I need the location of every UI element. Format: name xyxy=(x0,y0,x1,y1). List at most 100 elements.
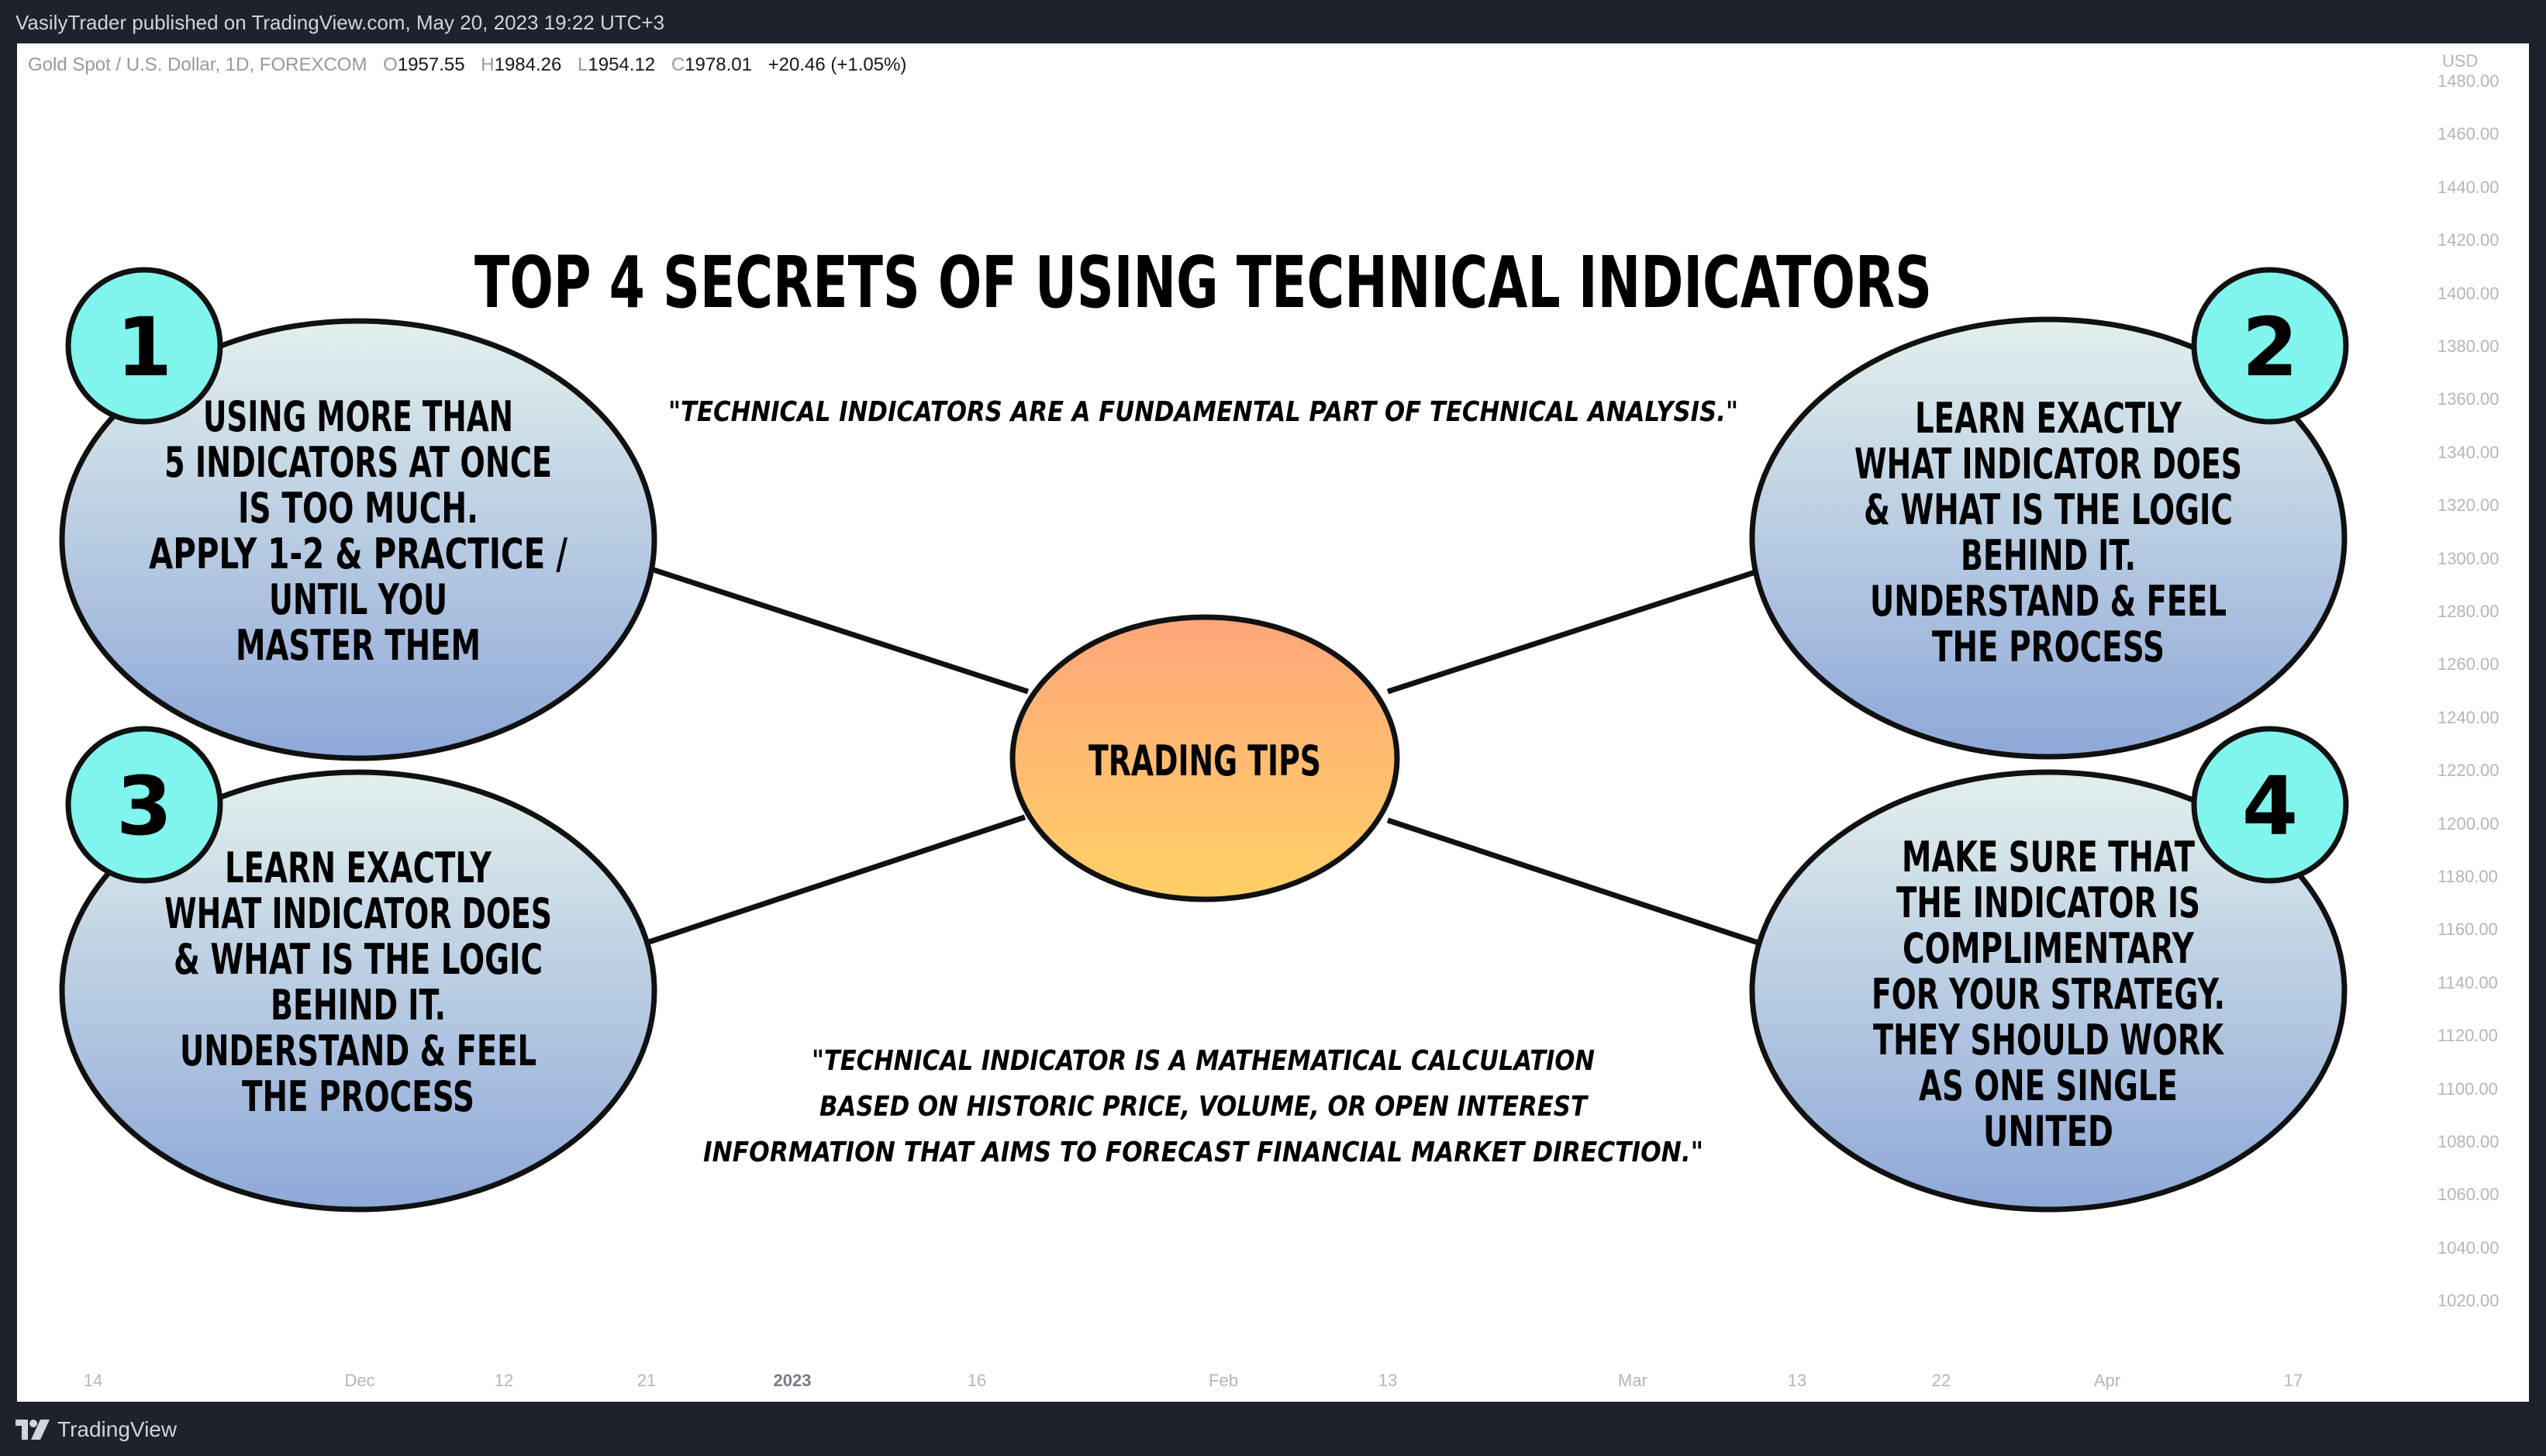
currency-label: USD xyxy=(2442,51,2479,71)
time-tick: Apr xyxy=(2093,1371,2121,1390)
tip-3-line: UNDERSTAND & FEEL xyxy=(180,1026,536,1075)
time-tick: 22 xyxy=(1931,1371,1951,1390)
tip-1-line: 5 INDICATORS AT ONCE xyxy=(164,438,552,487)
infographic-title: TOP 4 SECRETS OF USING TECHNICAL INDICAT… xyxy=(474,241,1932,324)
tip-4-line: UNITED xyxy=(1983,1107,2113,1156)
quote-bottom-line-3: INFORMATION THAT AIMS TO FORECAST FINANC… xyxy=(703,1137,1703,1168)
price-tick: 1380.00 xyxy=(2437,336,2499,356)
tip-4-line: THEY SHOULD WORK xyxy=(1873,1016,2225,1064)
price-tick: 1040.00 xyxy=(2437,1237,2499,1258)
tip-4-line: THE INDICATOR IS xyxy=(1896,878,2200,927)
center-node: TRADING TIPS xyxy=(1009,614,1400,902)
close-label: C xyxy=(671,54,685,75)
price-tick: 1060.00 xyxy=(2437,1185,2499,1205)
chart-area[interactable]: TOP 4 SECRETS OF USING TECHNICAL INDICAT… xyxy=(17,43,2529,1402)
time-tick: Mar xyxy=(1618,1371,1647,1390)
tip-4-line: COMPLIMENTARY xyxy=(1903,924,2195,973)
tip-2-line: UNDERSTAND & FEEL xyxy=(1870,577,2227,626)
tip-3-line: & WHAT IS THE LOGIC xyxy=(174,935,543,984)
high-label: H xyxy=(481,54,495,75)
close-value: 1978.01 xyxy=(685,54,752,75)
footer-bar: TradingView xyxy=(0,1402,2546,1456)
tip-1-line: APPLY 1-2 & PRACTICE / xyxy=(149,530,568,578)
brand-name: TradingView xyxy=(57,1417,178,1441)
tip-2-line: BEHIND IT. xyxy=(1961,531,2136,580)
low-label: L xyxy=(578,54,588,75)
tip-3-line: THE PROCESS xyxy=(242,1072,474,1121)
price-tick: 1360.00 xyxy=(2437,389,2499,409)
published-info: VasilyTrader published on TradingView.co… xyxy=(16,11,665,34)
price-tick: 1320.00 xyxy=(2437,495,2499,516)
price-tick: 1400.00 xyxy=(2437,283,2499,303)
price-tick: 1080.00 xyxy=(2437,1132,2499,1151)
price-tick: 1280.00 xyxy=(2437,602,2499,621)
price-tick: 1260.00 xyxy=(2437,654,2499,675)
open-value: 1957.55 xyxy=(397,54,465,75)
symbol-name: Gold Spot / U.S. Dollar, 1D, FOREXCOM xyxy=(28,54,367,75)
badge-4-number: 4 xyxy=(2242,759,2298,854)
time-tick: 13 xyxy=(1787,1371,1807,1390)
badge-4 xyxy=(2191,726,2349,884)
badge-1-number: 1 xyxy=(116,300,172,395)
price-tick: 1160.00 xyxy=(2437,919,2498,940)
price-tick: 1220.00 xyxy=(2437,761,2499,781)
tip-bubble-3: LEARN EXACTLY WHAT INDICATOR DOES & WHAT… xyxy=(59,726,657,1213)
symbol-legend[interactable]: Gold Spot / U.S. Dollar, 1D, FOREXCOM O1… xyxy=(28,54,906,76)
connector-line-2 xyxy=(1386,569,1757,695)
time-tick: 17 xyxy=(2283,1371,2303,1390)
price-tick: 1460.00 xyxy=(2437,124,2499,144)
connector-line-1 xyxy=(650,566,1030,695)
time-tick: 2023 xyxy=(773,1371,812,1390)
tip-2-line: LEARN EXACTLY xyxy=(1915,394,2182,443)
badge-3 xyxy=(65,726,223,884)
tradingview-logo-icon xyxy=(16,1420,50,1440)
tip-bubble-4: MAKE SURE THAT THE INDICATOR IS COMPLIME… xyxy=(1749,726,2349,1213)
open-label: O xyxy=(383,54,398,75)
center-label: TRADING TIPS xyxy=(1088,737,1321,785)
tip-1-line: IS TOO MUCH. xyxy=(238,484,478,533)
price-tick: 1300.00 xyxy=(2437,548,2499,568)
tip-3-line: LEARN EXACTLY xyxy=(225,844,492,892)
badge-2 xyxy=(2191,267,2349,425)
price-tick: 1340.00 xyxy=(2437,442,2499,462)
tip-4-line: AS ONE SINGLE xyxy=(1919,1061,2178,1110)
price-tick: 1440.00 xyxy=(2437,177,2499,197)
tip-2-line: WHAT INDICATOR DOES xyxy=(1854,440,2242,488)
tip-2-line: THE PROCESS xyxy=(1932,623,2165,671)
tip-3-line: BEHIND IT. xyxy=(271,981,446,1030)
price-tick: 1200.00 xyxy=(2437,813,2499,833)
time-tick: Dec xyxy=(344,1371,375,1390)
tip-2-line: & WHAT IS THE LOGIC xyxy=(1864,485,2233,534)
tip-4-line: MAKE SURE THAT xyxy=(1902,833,2195,882)
infographic: TOP 4 SECRETS OF USING TECHNICAL INDICAT… xyxy=(59,241,2349,1213)
price-tick: 1020.00 xyxy=(2437,1291,2499,1311)
time-tick: 14 xyxy=(83,1371,103,1390)
tip-bubble-2: LEARN EXACTLY WHAT INDICATOR DOES & WHAT… xyxy=(1749,267,2349,760)
tip-4-line: FOR YOUR STRATEGY. xyxy=(1872,970,2225,1019)
badge-1 xyxy=(65,267,223,425)
connector-line-4 xyxy=(1386,817,1760,946)
change-value: +20.46 (+1.05%) xyxy=(768,54,907,75)
time-tick: Feb xyxy=(1209,1371,1238,1390)
badge-2-number: 2 xyxy=(2242,300,2298,395)
badge-3-number: 3 xyxy=(116,759,172,854)
quote-top: "TECHNICAL INDICATORS ARE A FUNDAMENTAL … xyxy=(668,396,1738,428)
tip-bubble-1: USING MORE THAN 5 INDICATORS AT ONCE IS … xyxy=(59,267,657,761)
tradingview-brand[interactable]: TradingView xyxy=(16,1417,177,1442)
price-tick: 1480.00 xyxy=(2437,71,2499,91)
quote-bottom-line-1: "TECHNICAL INDICATOR IS A MATHEMATICAL C… xyxy=(812,1045,1595,1077)
tip-3-line: WHAT INDICATOR DOES xyxy=(164,889,552,938)
connector-line-3 xyxy=(645,814,1026,946)
price-tick: 1140.00 xyxy=(2437,972,2498,992)
tip-1-line: USING MORE THAN xyxy=(203,392,513,441)
price-tick: 1100.00 xyxy=(2437,1078,2498,1099)
chart-pane[interactable]: TOP 4 SECRETS OF USING TECHNICAL INDICAT… xyxy=(17,43,2420,1346)
quote-bottom-line-2: BASED ON HISTORIC PRICE, VOLUME, OR OPEN… xyxy=(819,1091,1589,1123)
low-value: 1954.12 xyxy=(588,54,656,75)
price-tick: 1240.00 xyxy=(2437,707,2499,727)
time-tick: 12 xyxy=(494,1371,514,1390)
time-tick: 16 xyxy=(967,1371,987,1390)
price-tick: 1180.00 xyxy=(2437,867,2498,886)
time-tick: 21 xyxy=(636,1371,657,1390)
tip-1-line: UNTIL YOU xyxy=(269,575,447,624)
